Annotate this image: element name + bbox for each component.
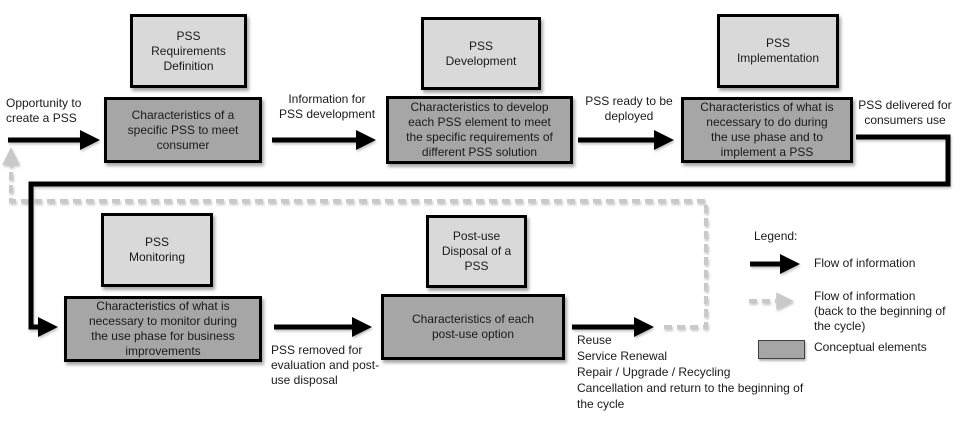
flow-label-opportunity: Opportunity to create a PSS	[6, 96, 82, 125]
concept-box-development: Characteristics to develop each PSS elem…	[386, 96, 573, 164]
concept-box-post-use: Characteristics of each post-use option	[381, 294, 565, 360]
legend-item-flow-of-information: Flow of information	[814, 256, 916, 270]
stage-box-requirements: PSS Requirements Definition	[130, 14, 247, 88]
legend-item-conceptual-elements: Conceptual elements	[814, 340, 927, 354]
legend-title: Legend:	[754, 229, 798, 243]
flow-label-delivered: PSS delivered for consumers use	[858, 98, 952, 127]
flow-label-ready: PSS ready to be deployed	[585, 94, 673, 123]
stage-box-monitoring: PSS Monitoring	[101, 213, 213, 287]
flow-label-removed: PSS removed for evaluation and post- use…	[271, 343, 380, 387]
legend-swatch-concept-box	[758, 340, 805, 359]
concept-box-implementation: Characteristics of what is necessary to …	[681, 97, 853, 163]
legend-item-flow-back: Flow of information (back to the beginni…	[814, 289, 946, 333]
stage-box-post-use-disposal: Post-use Disposal of a PSS	[426, 215, 527, 288]
flow-label-information: Information for PSS development	[278, 92, 376, 121]
stage-box-development: PSS Development	[421, 17, 541, 90]
flow-label-post-use-options: Reuse Service Renewal Repair / Upgrade /…	[577, 333, 804, 411]
concept-box-requirements: Characteristics of a specific PSS to mee…	[104, 97, 262, 163]
stage-box-implementation: PSS Implementation	[717, 14, 839, 88]
concept-box-monitoring: Characteristics of what is necessary to …	[64, 296, 262, 362]
